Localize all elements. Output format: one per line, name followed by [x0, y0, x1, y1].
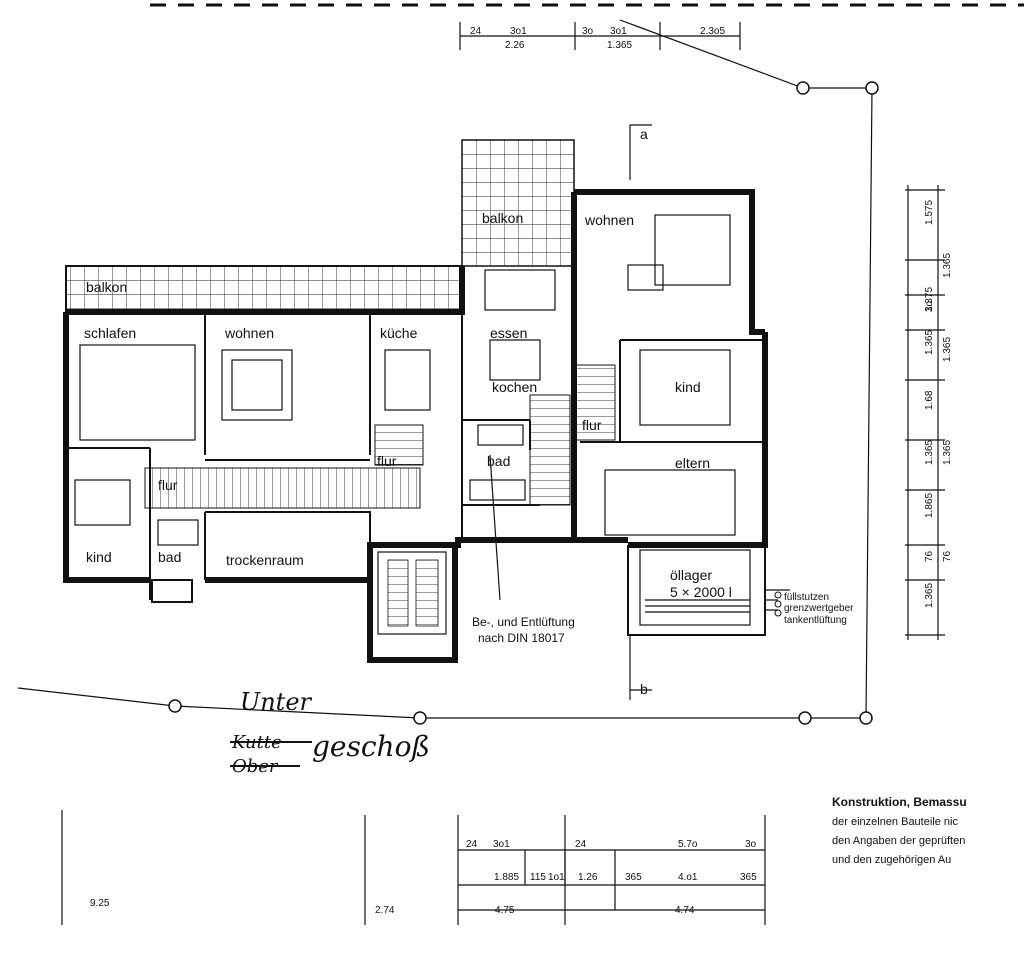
boundary-marker [413, 711, 427, 725]
dim-bottom-126: 1.26 [578, 872, 598, 883]
room-wohnen-left: wohnen [224, 325, 274, 341]
stairwell [377, 551, 447, 635]
room-kind-left: kind [86, 549, 112, 565]
construction-note-line4: und den zugehörigen Au [832, 854, 951, 866]
property-boundary [17, 19, 879, 725]
room-kind-right: kind [675, 379, 701, 395]
stair-flight-right-upper [574, 364, 616, 441]
balcony-top-tiles [461, 139, 575, 267]
dim-right-5: 1.365 [942, 337, 953, 362]
dim-bottom-24b: 24 [575, 839, 587, 850]
stair-flight-flur [144, 467, 421, 509]
top-dimension-chain: 24 3o1 2.26 3o 3o1 1.365 2.3o5 [459, 22, 741, 51]
floor-label-unter: Unter [240, 688, 313, 716]
ventilation-note-line1: Be-, und Entlüftung [472, 615, 575, 629]
dim-bottom-475: 4.75 [495, 905, 515, 916]
dim-bottom-474: 4.74 [675, 905, 695, 916]
tank-fill-note: füllstutzen [784, 592, 829, 603]
room-wohnen-right: wohnen [584, 212, 634, 228]
dim-right-6: 1.68 [924, 390, 935, 410]
room-essen: essen [490, 325, 527, 341]
dim-top-24: 24 [470, 26, 482, 37]
tank-vent-note: tankentlüftung [784, 615, 847, 626]
room-balkon-left: balkon [86, 279, 127, 295]
annotations: Be-, und Entlüftung nach DIN 18017 fülls… [472, 589, 854, 645]
room-flur-mid: flur [377, 453, 397, 469]
bottom-dimension-chain: 24 3o1 24 5.7o 3o 1.885 115 1o1 1.26 365… [61, 810, 766, 925]
room-kuche: küche [380, 325, 418, 341]
room-trockenraum: trockenraum [226, 552, 304, 568]
floor-level-label: Unter Kutte Ober geschoß [230, 688, 430, 777]
room-kochen: kochen [492, 379, 537, 395]
construction-note: Konstruktion, Bemassu der einzelnen Baut… [832, 795, 967, 866]
ventilation-note-line2: nach DIN 18017 [478, 631, 565, 645]
floor-label-geschoss: geschoß [312, 730, 430, 763]
room-ollager: öllager [670, 567, 712, 583]
dim-bottom-24a: 24 [466, 839, 478, 850]
building-plan: a b [63, 124, 768, 700]
dim-right-9: 1.865 [924, 493, 935, 518]
dim-bottom-401: 4.o1 [678, 872, 698, 883]
room-eltern: eltern [675, 455, 710, 471]
dim-bottom-925: 9.25 [90, 898, 110, 909]
tank-limit-note: grenzwertgeber [784, 603, 854, 614]
dim-bottom-570: 5.7o [678, 839, 698, 850]
dim-top-301: 3o1 [510, 26, 527, 37]
dim-bottom-101: 1o1 [548, 872, 565, 883]
dim-bottom-301: 3o1 [493, 839, 510, 850]
boundary-marker [865, 81, 879, 95]
room-balkon-top: balkon [482, 210, 523, 226]
room-labels: balkon balkon schlafen wohnen küche esse… [84, 210, 732, 600]
room-flur-left: flur [158, 477, 178, 493]
dim-right-3: 1.375 [924, 287, 935, 312]
construction-note-line2: der einzelnen Bauteile nic [832, 816, 958, 828]
construction-note-line3: den Angaben der geprüften [832, 835, 965, 847]
dim-right-4: 1.365 [924, 330, 935, 355]
dim-right-1: 1.365 [942, 253, 953, 278]
dim-bottom-1885: 1.885 [494, 872, 519, 883]
dim-top-1365: 1.365 [607, 40, 632, 51]
section-marker-b: b [640, 681, 648, 697]
room-flur-right: flur [582, 417, 602, 433]
dim-right-2: 3o [924, 300, 935, 312]
furniture [74, 214, 751, 626]
dim-right-0: 1.575 [924, 200, 935, 225]
room-schlafen: schlafen [84, 325, 136, 341]
boundary-marker [796, 81, 810, 95]
section-marker-a: a [640, 126, 648, 142]
dim-right-10: 76 [924, 550, 935, 562]
dim-top-2305: 2.3o5 [700, 26, 725, 37]
room-ollager-size: 5 × 2000 l [670, 584, 732, 600]
dim-bottom-365a: 365 [625, 872, 642, 883]
dim-top-301b: 3o1 [610, 26, 627, 37]
dim-top-30: 3o [582, 26, 594, 37]
dim-right-11: 76 [942, 550, 953, 562]
dim-right-8: 1.365 [942, 440, 953, 465]
right-dimension-chain: 1.575 1.365 3o1.375 1.365 1.365 1.68 1.365 1.36… [905, 185, 953, 640]
dim-bottom-365b: 365 [740, 872, 757, 883]
boundary-marker [798, 711, 812, 725]
dim-right-12: 1.365 [924, 583, 935, 608]
stair-flight-right [529, 394, 571, 506]
dim-bottom-274: 2.74 [375, 905, 395, 916]
dim-right-7: 1.365 [924, 440, 935, 465]
boundary-marker [859, 711, 873, 725]
dim-bottom-115: 115 [530, 872, 546, 883]
boundary-marker [168, 699, 182, 713]
room-bad-left: bad [158, 549, 181, 565]
dim-top-226: 2.26 [505, 40, 525, 51]
construction-note-line1: Konstruktion, Bemassu [832, 795, 967, 809]
room-bad-mid: bad [487, 453, 510, 469]
dim-bottom-30: 3o [745, 839, 757, 850]
